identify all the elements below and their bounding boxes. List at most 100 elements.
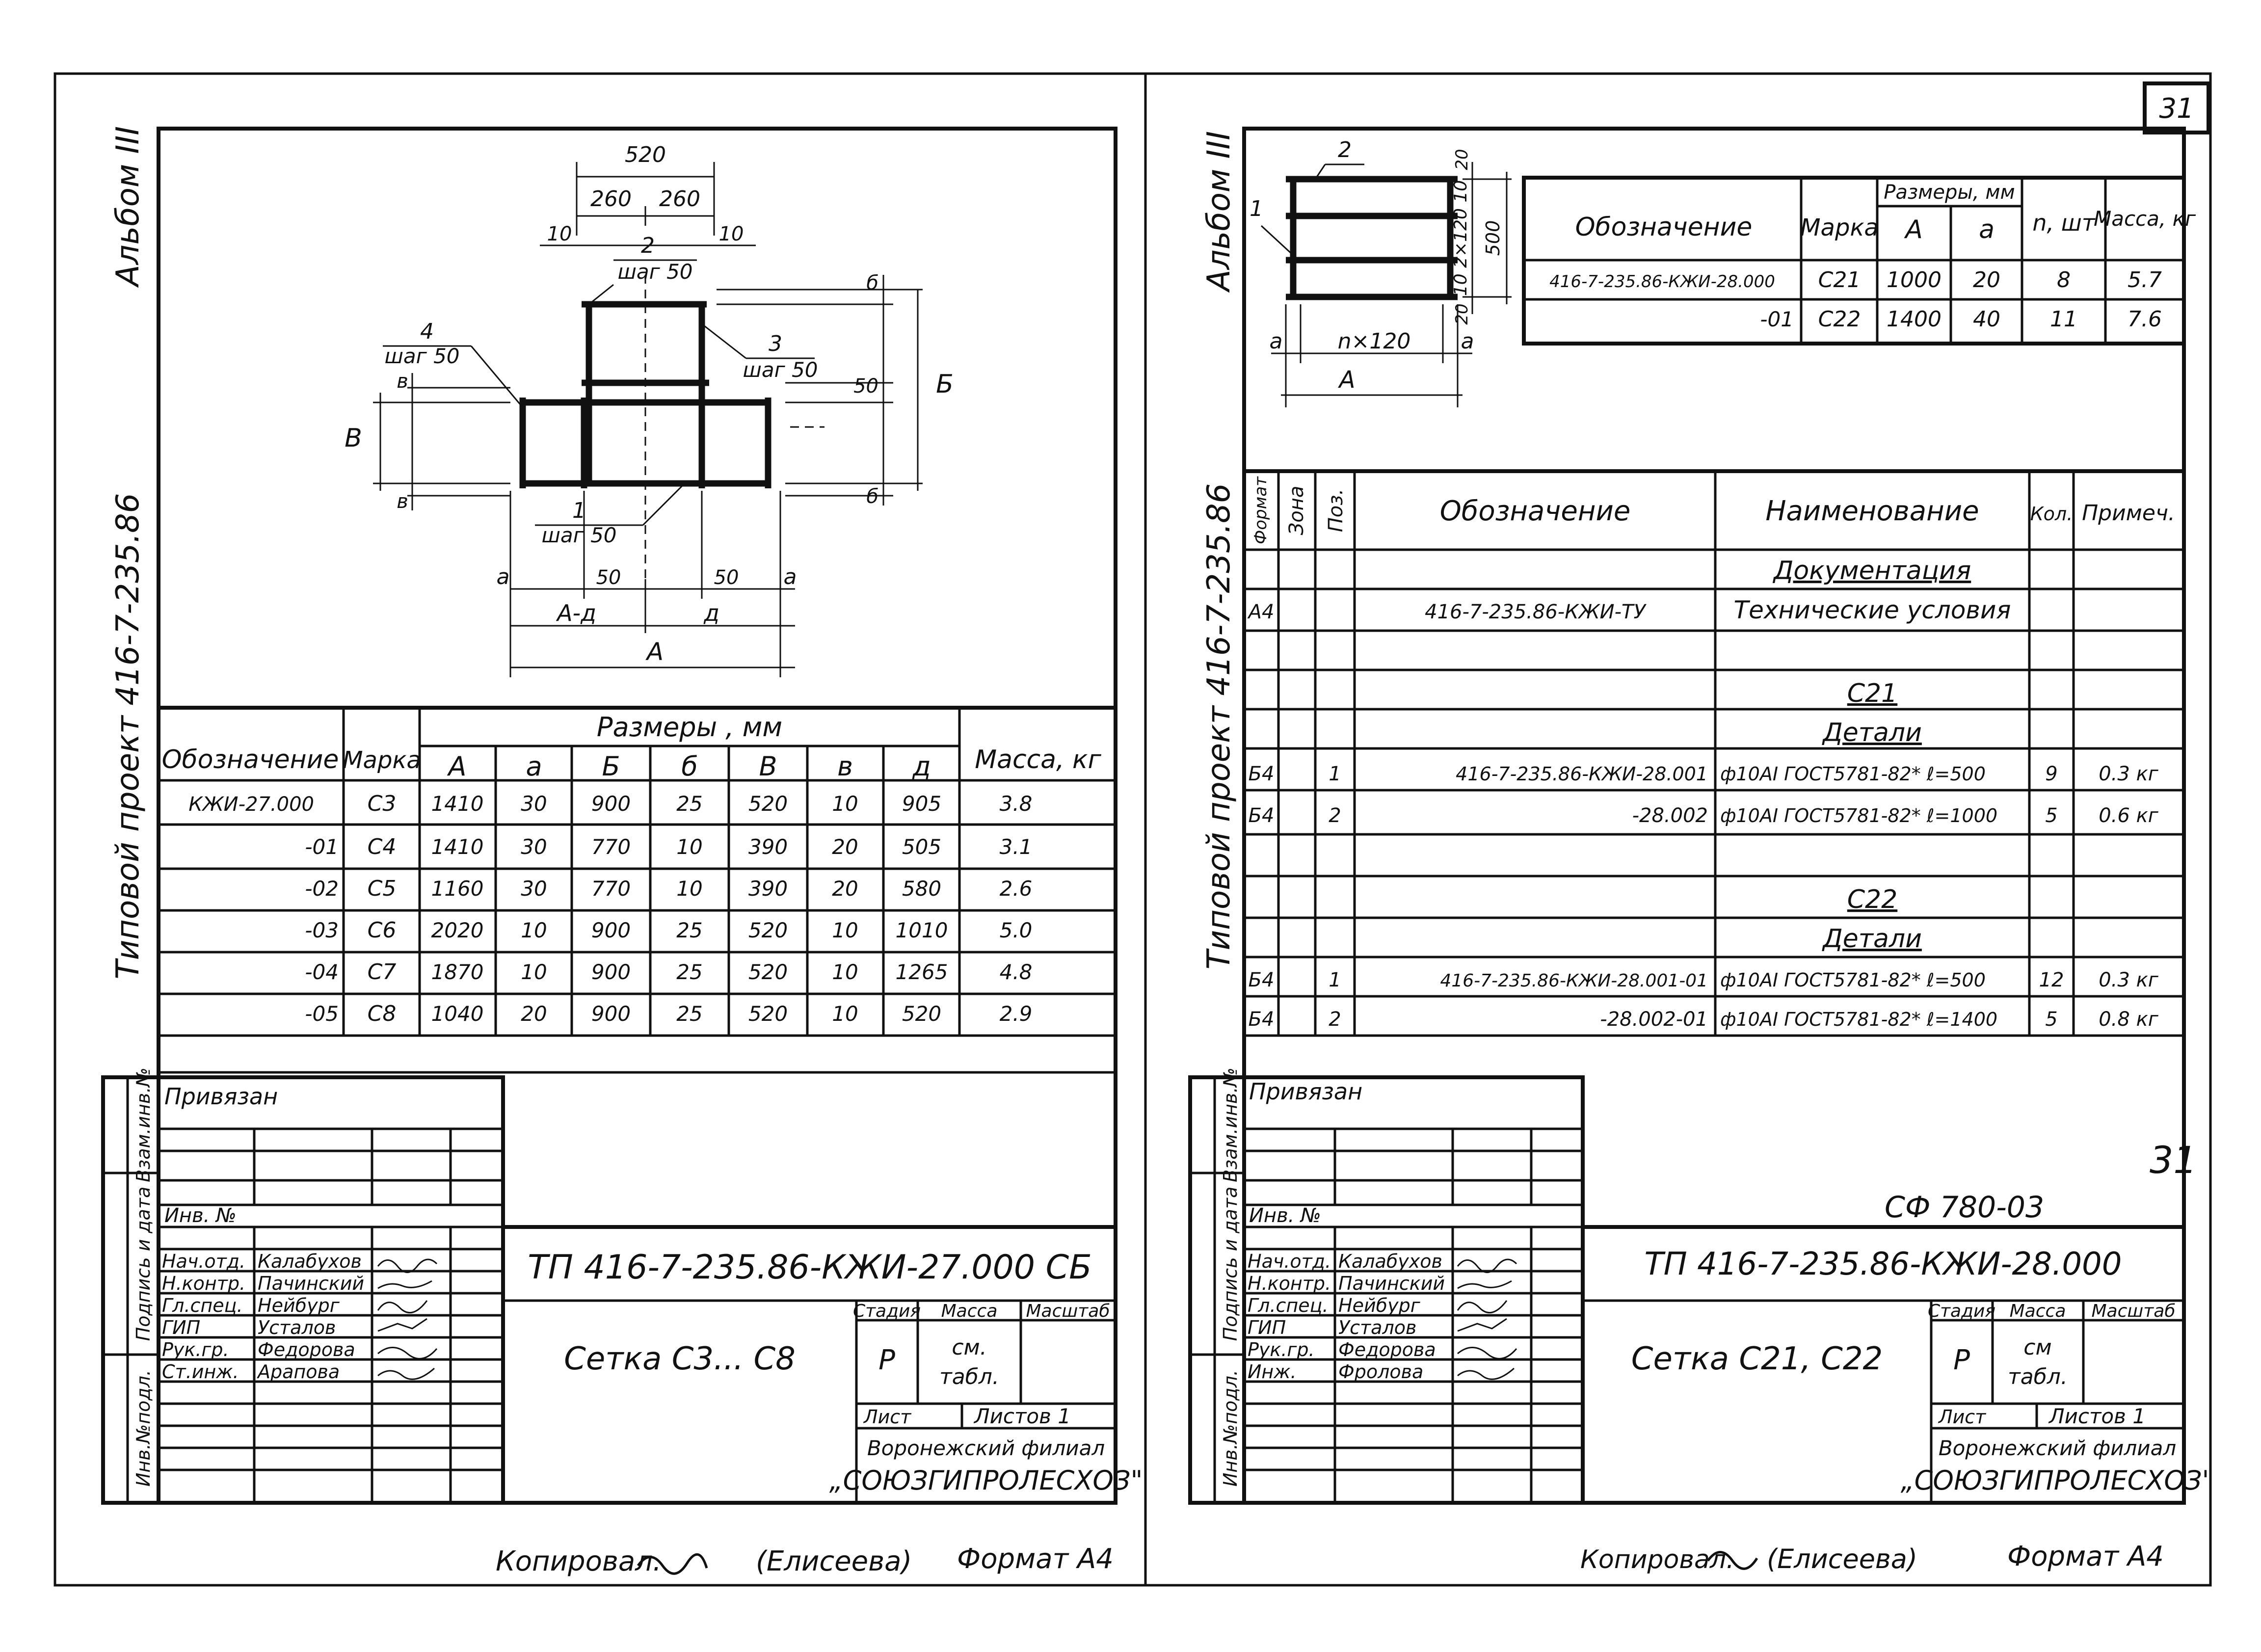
cell-value: 770 [591, 835, 631, 859]
cell-value: 520 [748, 792, 788, 816]
cell-value: 20 [832, 877, 858, 901]
dim-V-big: В [345, 424, 362, 453]
copied-name: (Елисеева) [1767, 1544, 1917, 1574]
spec-name: ф10АI ГОСТ5781-82* ℓ=500 [1720, 969, 1986, 991]
dim-260-left: 260 [590, 187, 632, 212]
strip-label: Инв.№подл. [133, 1370, 154, 1487]
spec-format: Б4 [1249, 804, 1275, 827]
dim-a-right: а [784, 564, 797, 589]
cell-mark: С7 [368, 959, 397, 985]
cell-designation: -01 [1760, 307, 1794, 331]
spec-row: Документация [1773, 556, 1971, 586]
cell-mass: 3.1 [1000, 835, 1033, 859]
cell-designation: -01 [305, 835, 339, 859]
copied-name: (Елисеева) [756, 1545, 912, 1577]
cell-value: 1265 [896, 960, 948, 984]
privyazan-label: Привязан [1249, 1078, 1362, 1105]
name: Фролова [1338, 1361, 1423, 1383]
cell-value: 10 [832, 960, 858, 984]
stadia-value: Р [1953, 1344, 1970, 1376]
dim-a-left: а [1270, 329, 1283, 354]
cell-mass: 2.9 [1000, 1002, 1033, 1026]
stadia-header: Стадия [853, 1301, 921, 1321]
dim-v-small-top: в [397, 370, 408, 393]
col-header-designation: Обозначение [1575, 213, 1753, 242]
sub-header: б [681, 751, 697, 782]
spec-designation: 416-7-235.86-КЖИ-28.001-01 [1440, 971, 1708, 991]
spec-designation: -28.002 [1632, 804, 1708, 827]
strip-label: Взам.инв.№ [1220, 1067, 1241, 1182]
sub-header: В [759, 751, 777, 782]
spec-note: 0.8 кг [2099, 1008, 2158, 1031]
right-mesh-drawing: 2 1 10 2×120 10 500 20 20 а n×120 а А [1250, 137, 1512, 407]
cell-value: 1010 [896, 918, 948, 942]
cell-value: 520 [902, 1002, 941, 1026]
masshtab-header: Масштаб [2091, 1301, 2175, 1321]
dim-50-right: 50 [853, 375, 878, 398]
org-line-2: „СОЮЗГИПРОЛЕСХОЗ" [1901, 1465, 2214, 1496]
name: Пачинский [258, 1273, 364, 1294]
cell-mass: 4.8 [1000, 960, 1033, 984]
dim-b-small-bot: б [866, 485, 878, 508]
dim-50-mid: 50 [714, 566, 739, 589]
inv-no-label: Инв. № [164, 1204, 237, 1227]
cell-value: 10 [676, 877, 702, 901]
massa-value-1: см [2023, 1335, 2051, 1360]
left-side-album: Альбом III [110, 126, 146, 288]
spec-row: Б4 1 416-7-235.86-КЖИ-28.001 ф10АI ГОСТ5… [1249, 763, 2159, 785]
spec-row: Детали [1822, 718, 1922, 747]
doc-title: Сетка С21, С22 [1631, 1341, 1883, 1377]
role: ГИП [1248, 1317, 1286, 1338]
stadia-value: Р [878, 1344, 895, 1376]
name: Усталов [258, 1317, 336, 1338]
pos-3-label: 3 [769, 331, 782, 356]
cell-value: 390 [748, 835, 788, 859]
sub-header: А [447, 751, 467, 782]
cell-value: 30 [521, 792, 547, 816]
massa-value-2: табл. [939, 1364, 999, 1389]
cell-value: 2020 [431, 918, 484, 942]
spec-name: Документация [1773, 556, 1971, 586]
signature [1457, 1318, 1507, 1332]
strip-label: Взам.инв.№ [133, 1067, 154, 1182]
spec-pos: 2 [1329, 804, 1341, 827]
cell-value: 20 [521, 1002, 547, 1026]
cell-designation: -02 [305, 877, 339, 901]
left-mesh-drawing: 520 260 260 10 10 2 шаг 50 4 шаг 50 3 ша… [345, 142, 954, 677]
col-header-zone: Зона [1285, 486, 1308, 535]
dim-20-bot: 20 [1452, 303, 1472, 324]
signature [1457, 1258, 1517, 1273]
page-number: 31 [2159, 93, 2194, 125]
listov-label: Листов 1 [973, 1404, 1071, 1428]
spec-qty: 9 [2045, 763, 2057, 785]
stamp-person: Н.контр. Пачинский [1248, 1273, 1445, 1294]
spec-qty: 5 [2045, 804, 2057, 827]
right-title-block: Взам.инв.№ Подпись и дата Инв.№подл. При… [1188, 1067, 2214, 1505]
stamp-person: ГИП Усталов [162, 1317, 336, 1338]
stamp-person: Рук.гр. Федорова [162, 1339, 355, 1360]
signature [377, 1300, 428, 1313]
strip-label: Подпись и дата [133, 1187, 154, 1341]
listov-label: Листов 1 [2048, 1404, 2146, 1428]
col-header-name: Наименование [1765, 495, 1979, 527]
cell-value: 1410 [431, 835, 484, 859]
spec-format: Б4 [1249, 1008, 1275, 1031]
pos-4-step: шаг 50 [384, 344, 459, 368]
spec-format: А4 [1247, 601, 1275, 623]
dim-d-small: д [703, 600, 719, 626]
cell-value: 900 [591, 918, 631, 942]
callout-line [588, 284, 614, 305]
format-label: Формат А4 [957, 1543, 1114, 1575]
name: Арапова [256, 1361, 340, 1383]
col-header-a: а [1979, 215, 1995, 244]
spec-row: С21 [1847, 679, 1897, 708]
dim-A-big: А [1338, 366, 1356, 394]
strip-label: Подпись и дата [1220, 1187, 1241, 1341]
dim-B-big: Б [936, 370, 954, 399]
spec-designation: 416-7-235.86-КЖИ-28.001 [1456, 763, 1708, 785]
cell-A: 1000 [1887, 267, 1942, 293]
right-outer-border [1144, 72, 2212, 1587]
callout-line [1314, 164, 1326, 180]
cell-a: 20 [1973, 267, 2000, 293]
left-side-project: Типовой проект 416-7-235.86 [110, 493, 146, 980]
